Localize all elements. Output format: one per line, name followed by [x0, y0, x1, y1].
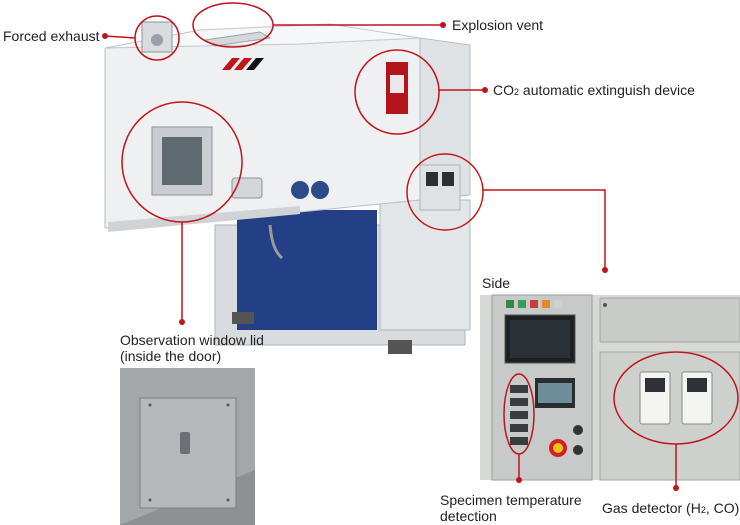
blue-side-panel: [237, 210, 377, 330]
side-control-strip: [419, 164, 461, 211]
callout-dot-gas-detector: [673, 485, 679, 491]
callout-dot-observation: [179, 319, 185, 325]
port-hole-left: [291, 181, 309, 199]
label-co2-suffix: automatic extinguish device: [519, 82, 695, 98]
label-specimen-line1: Specimen temperature: [440, 492, 582, 508]
side-control-display: [426, 172, 438, 186]
bench-shelf: [108, 206, 300, 232]
right-side-cabinet: [379, 199, 471, 331]
callout-side: [406, 153, 606, 270]
observation-inset-photo: [120, 368, 255, 525]
manufacturer-logo-icon: [222, 58, 264, 70]
callout-dot-specimen: [516, 477, 522, 483]
door-handle: [231, 177, 263, 199]
foot-right: [388, 340, 412, 354]
label-gas-prefix: Gas detector (H: [602, 500, 701, 516]
label-observation-window: Observation window lid (inside the door): [120, 332, 320, 364]
label-gas-sub: 2: [700, 505, 706, 515]
label-co2-device: CO2 automatic extinguish device: [493, 82, 695, 100]
callout-gas-detector: [613, 351, 739, 488]
label-explosion-vent: Explosion vent: [452, 17, 544, 33]
label-gas-mid: , CO): [705, 500, 740, 516]
side-control-display-2: [442, 172, 454, 186]
label-specimen-temperature: Specimen temperature detection: [440, 492, 610, 524]
exhaust-fan-icon: [151, 34, 163, 46]
port-hole-right: [311, 181, 329, 199]
drain-hose: [268, 224, 284, 260]
label-gas-detector: Gas detector (H2, CO): [602, 500, 739, 518]
label-observation-line2: (inside the door): [120, 348, 222, 364]
callout-forced-exhaust: [104, 15, 180, 61]
callout-dot-forced-exhaust: [102, 33, 108, 39]
label-observation-line1: Observation window lid: [120, 332, 264, 348]
label-side: Side: [482, 275, 511, 291]
label-specimen-line2: detection: [440, 508, 497, 524]
callout-dot-explosion-vent: [440, 22, 446, 28]
foot-left: [232, 312, 254, 324]
callout-dot-co2: [482, 87, 488, 93]
label-co2-prefix: CO: [493, 82, 514, 98]
callout-explosion-vent: [192, 2, 443, 48]
chamber-side: [419, 37, 471, 201]
callout-dot-side: [602, 267, 608, 273]
observation-window-glass: [162, 137, 202, 185]
extinguisher-label: [390, 75, 404, 93]
label-forced-exhaust: Forced exhaust: [3, 28, 100, 44]
callout-observation: [121, 101, 243, 322]
label-co2-sub: 2: [514, 87, 520, 97]
callout-specimen: [503, 373, 535, 480]
callout-co2: [354, 49, 485, 135]
side-inset-photo: [480, 294, 740, 481]
